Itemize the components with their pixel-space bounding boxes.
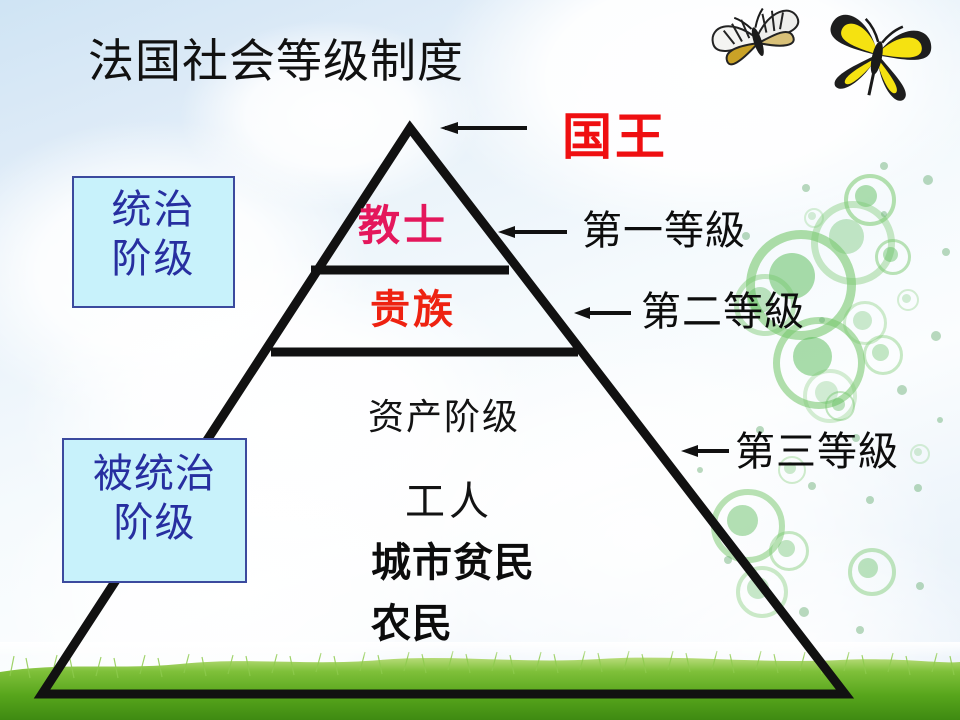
- bokeh-circle: [875, 239, 911, 275]
- ruled-class-line-2: 阶级: [113, 499, 196, 546]
- bokeh-circle-core: [852, 310, 872, 330]
- third-estate-label: 第三等級: [735, 429, 899, 475]
- bokeh-circle: [848, 548, 896, 596]
- bokeh-circle-core: [747, 577, 769, 599]
- first-estate-label: 第一等級: [582, 208, 746, 254]
- page-title: 法国社会等级制度: [88, 34, 464, 88]
- arrow-to-king: [440, 122, 527, 134]
- bokeh-dot: [866, 496, 874, 504]
- cloud-shape: [330, 330, 950, 720]
- bokeh-circle: [910, 444, 930, 464]
- bokeh-circle-core: [828, 218, 864, 254]
- bokeh-dot: [916, 582, 924, 590]
- bokeh-circle-core: [858, 558, 878, 578]
- bokeh-circle: [736, 566, 788, 618]
- bokeh-circle-core: [855, 185, 877, 207]
- clergy-label: 教士: [358, 201, 449, 250]
- bokeh-circle: [844, 174, 896, 226]
- bokeh-dot: [819, 317, 825, 323]
- cloud-shape: [430, 0, 960, 240]
- bokeh-dot: [931, 331, 941, 341]
- bokeh-circle-core: [871, 343, 889, 361]
- bokeh-circle: [825, 391, 855, 421]
- peasants-label: 农民: [371, 601, 453, 647]
- workers-label: 工人: [405, 479, 493, 525]
- ruled-class-line-1: 被统治: [93, 451, 216, 497]
- ruling-class-line-1: 统治: [111, 187, 196, 233]
- bokeh-dot: [697, 467, 703, 473]
- ruled-class-box: 被统治 阶级: [62, 438, 247, 583]
- bokeh-circle: [843, 301, 887, 345]
- king-label: 国王: [562, 108, 668, 166]
- swallowtail-butterfly-icon: [711, 7, 800, 66]
- bokeh-circle-core: [831, 397, 845, 411]
- nobility-label: 贵族: [370, 287, 456, 333]
- bokeh-dot: [724, 556, 732, 564]
- ruling-class-line-2: 阶级: [111, 235, 196, 282]
- bokeh-circle: [804, 208, 824, 228]
- ruling-class-box: 统治 阶级: [72, 176, 235, 308]
- bokeh-circle: [897, 289, 919, 311]
- bokeh-circle-core: [814, 380, 838, 404]
- bokeh-dot: [881, 211, 887, 217]
- bokeh-dot: [923, 175, 933, 185]
- bokeh-circle: [863, 335, 903, 375]
- bokeh-circle: [711, 489, 785, 563]
- bokeh-dot: [937, 417, 943, 423]
- arrow-to-third-estate: [681, 445, 729, 457]
- bokeh-circle-core: [792, 336, 832, 376]
- bokeh-dot: [914, 484, 922, 492]
- bokeh-dot: [856, 626, 864, 634]
- bokeh-dot: [942, 248, 950, 256]
- second-estate-label: 第二等級: [641, 289, 805, 335]
- urban-poor-label: 城市贫民: [371, 540, 535, 586]
- grass-strip: [0, 642, 960, 720]
- arrow-to-first-estate: [498, 226, 567, 238]
- cloud-shape: [600, 520, 960, 720]
- bokeh-circle: [769, 531, 809, 571]
- bokeh-dot: [808, 482, 816, 490]
- bokeh-circle-core: [808, 212, 816, 220]
- bokeh-dot: [880, 162, 888, 170]
- bokeh-dot: [897, 385, 907, 395]
- bokeh-circle: [803, 369, 857, 423]
- bokeh-dot: [802, 184, 810, 192]
- yellow-butterfly-icon: [830, 14, 932, 101]
- arrow-to-second-estate: [574, 307, 631, 319]
- bokeh-circle-core: [777, 539, 795, 557]
- bokeh-circle-core: [901, 293, 911, 303]
- bokeh-circle-core: [726, 504, 758, 536]
- bokeh-circle: [811, 201, 895, 285]
- bokeh-circle-core: [882, 246, 898, 262]
- bokeh-circle-core: [914, 448, 922, 456]
- bourgeoisie-label: 资产阶级: [368, 397, 521, 438]
- bokeh-dot: [799, 607, 809, 617]
